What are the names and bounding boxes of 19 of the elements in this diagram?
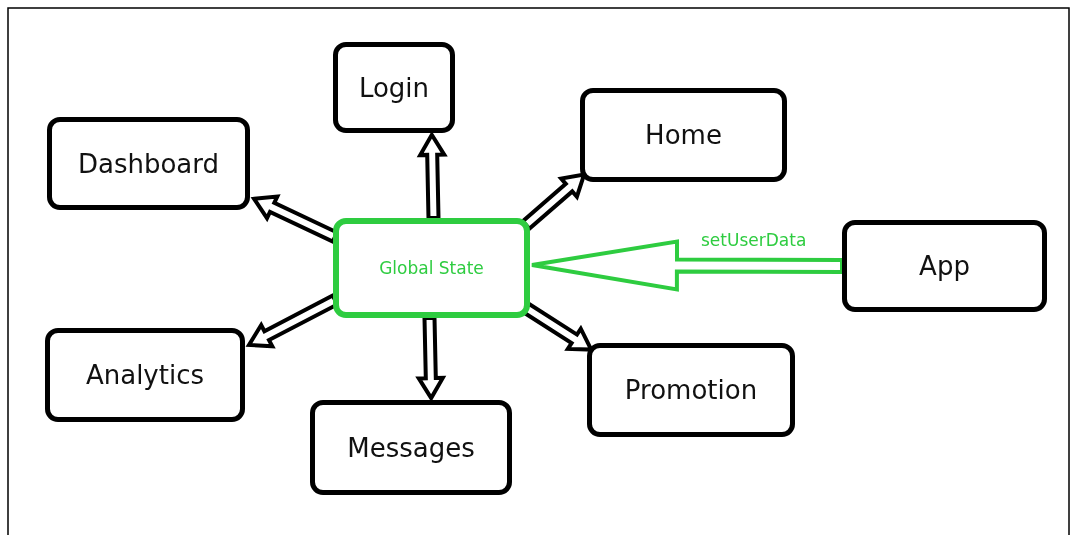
node-label: Messages [347,432,475,463]
hollow-arrow [415,315,447,402]
node-label: Home [645,120,722,150]
hollow-arrow [530,239,844,292]
component-box [47,117,250,210]
node-label: Login [358,72,430,103]
state-box [333,218,530,318]
component-box [580,88,787,182]
component-box [333,42,455,133]
hollow-arrow [416,130,448,221]
node-label: App [919,251,970,281]
component-box [842,220,1047,312]
node-label: Dashboard [77,148,220,179]
component-box [45,328,245,422]
component-box [310,400,512,495]
node-label: Analytics [85,360,205,390]
component-box [587,343,795,437]
node-label: Global State [379,258,484,278]
node-label: Promotion [624,375,758,405]
